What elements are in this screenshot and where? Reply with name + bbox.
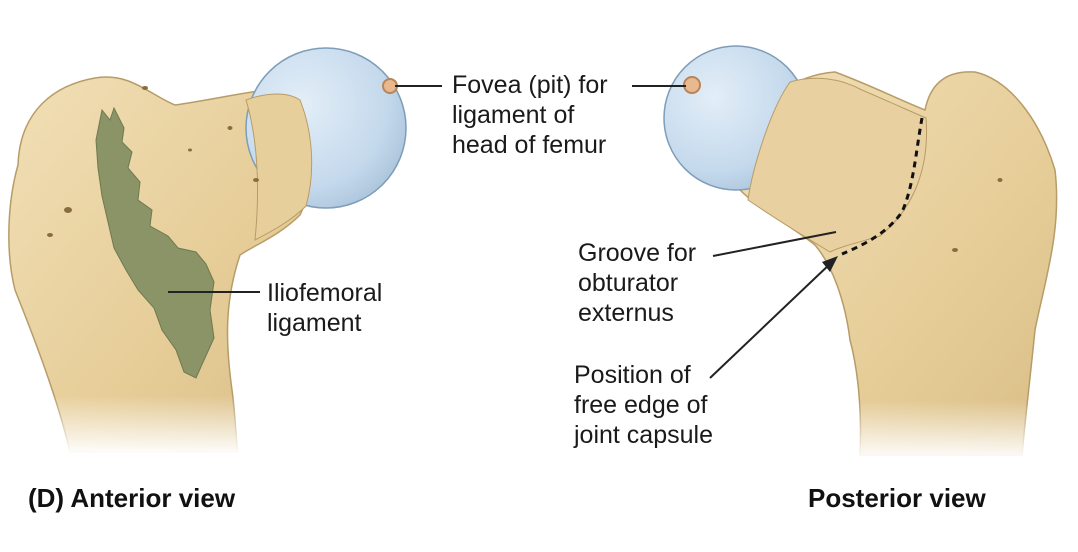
groove-obturator-externus-label: Groove for obturator externus	[578, 239, 697, 327]
fovea-pits	[382, 76, 701, 94]
posterior-view-caption: Posterior view	[808, 483, 986, 513]
fovea-pit-anterior	[382, 78, 398, 94]
posterior-shaft-fade	[830, 400, 1078, 460]
anterior-neck-junction	[245, 93, 313, 241]
posterior-femur	[663, 45, 1078, 460]
fovea-label: Fovea (pit) for ligament of head of femu…	[452, 71, 608, 159]
anterior-view-caption: (D) Anterior view	[28, 483, 236, 513]
iliofemoral-ligament-label: Iliofemoral ligament	[267, 279, 383, 337]
iliofemoral-ligament-area	[95, 106, 215, 379]
anterior-shaft-fade	[0, 395, 330, 455]
groove-leader	[712, 231, 837, 257]
posterior-foramina	[952, 178, 1003, 252]
leader-lines	[168, 85, 838, 379]
posterior-neck	[747, 77, 928, 253]
capsule-edge-label: Position of free edge of joint capsule	[574, 361, 713, 449]
capsule-edge-leader	[709, 261, 833, 379]
anterior-foramina	[47, 86, 259, 237]
capsule-edge-dashed-line	[841, 117, 924, 256]
anterior-femur	[0, 47, 407, 455]
capsule-edge-arrowhead	[822, 256, 838, 272]
fovea-pit-posterior	[683, 76, 701, 94]
